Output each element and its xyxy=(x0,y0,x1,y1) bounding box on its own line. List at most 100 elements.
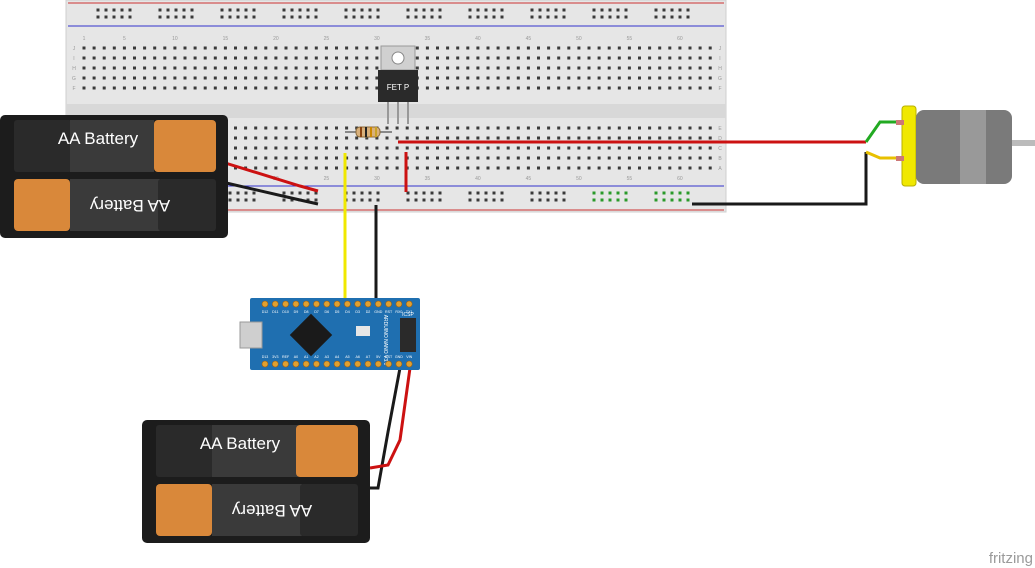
power-rail-hole xyxy=(290,8,294,12)
power-rail-hole xyxy=(530,198,534,202)
breadboard-hole xyxy=(638,136,641,140)
arduino-pin-label: RX0 xyxy=(395,310,402,314)
row-letter: B xyxy=(718,156,722,162)
power-rail-hole xyxy=(376,15,380,19)
breadboard-hole xyxy=(617,146,621,150)
breadboard-hole xyxy=(638,66,641,70)
breadboard-hole xyxy=(506,56,510,60)
power-rail-hole xyxy=(298,191,302,195)
breadboard-hole xyxy=(627,156,631,160)
row-letter: D xyxy=(718,136,722,142)
arduino-pin xyxy=(302,360,310,368)
breadboard-hole xyxy=(526,126,530,130)
breadboard-hole xyxy=(375,46,379,50)
breadboard-hole xyxy=(557,76,561,80)
power-rail-hole xyxy=(344,8,348,12)
breadboard-hole xyxy=(264,46,268,50)
breadboard-hole xyxy=(385,146,389,150)
power-rail-hole xyxy=(500,8,504,12)
breadboard-hole xyxy=(82,46,86,50)
breadboard-hole xyxy=(607,56,611,60)
breadboard-hole xyxy=(496,46,500,50)
breadboard-hole xyxy=(436,46,439,50)
arduino-pin xyxy=(405,300,413,308)
power-rail-hole xyxy=(104,8,108,12)
breadboard-hole xyxy=(223,46,227,50)
breadboard-hole xyxy=(274,76,278,80)
power-rail-hole xyxy=(430,15,434,19)
arduino-pin-label: RST xyxy=(385,310,393,314)
breadboard-hole xyxy=(446,66,450,70)
power-rail-hole xyxy=(306,198,310,202)
breadboard-hole xyxy=(627,146,631,150)
row-letter: E xyxy=(718,126,722,132)
breadboard-hole xyxy=(516,156,520,160)
breadboard-hole xyxy=(254,146,258,150)
power-rail-hole xyxy=(360,15,364,19)
breadboard-hole xyxy=(314,156,318,160)
breadboard-hole xyxy=(153,66,157,70)
breadboard-hole xyxy=(638,126,641,130)
breadboard-hole xyxy=(466,156,470,160)
breadboard-hole xyxy=(446,86,450,90)
breadboard-hole xyxy=(415,66,419,70)
breadboard-hole xyxy=(526,76,530,80)
power-rail-hole xyxy=(476,15,480,19)
breadboard-hole xyxy=(375,56,379,60)
breadboard-hole xyxy=(658,56,662,60)
breadboard-hole xyxy=(324,126,328,130)
breadboard-hole xyxy=(173,66,177,70)
breadboard-hole xyxy=(436,136,439,140)
power-rail-hole xyxy=(592,198,596,202)
breadboard-hole xyxy=(122,46,126,50)
breadboard-hole xyxy=(516,56,520,60)
breadboard-hole xyxy=(365,46,369,50)
breadboard-hole xyxy=(143,46,147,50)
breadboard-hole xyxy=(223,76,227,80)
breadboard-hole xyxy=(365,156,369,160)
breadboard-hole xyxy=(627,76,631,80)
power-rail-hole xyxy=(414,15,418,19)
breadboard-hole xyxy=(213,86,217,90)
breadboard-hole xyxy=(213,56,217,60)
power-rail-hole xyxy=(282,198,286,202)
breadboard-hole xyxy=(446,166,450,170)
power-rail-hole xyxy=(190,15,194,19)
breadboard-hole xyxy=(345,136,349,140)
column-number: 15 xyxy=(223,36,229,42)
power-rail-hole xyxy=(608,198,612,202)
breadboard-hole xyxy=(607,136,611,140)
breadboard-hole xyxy=(284,166,288,170)
breadboard-hole xyxy=(264,56,268,60)
breadboard-hole xyxy=(375,66,379,70)
power-rail-hole xyxy=(244,15,248,19)
breadboard-hole xyxy=(335,66,338,70)
arduino-pin-label: D9 xyxy=(294,310,299,314)
arduino-pin-label: A5 xyxy=(345,355,349,359)
breadboard-hole xyxy=(264,66,268,70)
battery-label: AA Battery xyxy=(200,434,281,453)
breadboard-hole xyxy=(678,126,682,130)
breadboard-hole xyxy=(567,86,571,90)
breadboard-hole xyxy=(395,156,399,160)
power-rail-hole xyxy=(600,8,604,12)
breadboard-hole xyxy=(335,136,338,140)
breadboard-hole xyxy=(466,136,470,140)
breadboard-hole xyxy=(385,166,389,170)
row-letter: C xyxy=(718,146,722,152)
breadboard-hole xyxy=(294,56,298,60)
power-rail-hole xyxy=(616,15,620,19)
arduino-pin xyxy=(313,300,320,308)
breadboard-hole xyxy=(264,146,268,150)
breadboard-hole xyxy=(526,146,530,150)
breadboard-hole xyxy=(688,146,692,150)
power-rail-hole xyxy=(252,15,256,19)
breadboard-hole xyxy=(244,126,248,130)
power-rail-hole xyxy=(608,8,612,12)
power-rail-hole xyxy=(430,198,434,202)
power-rail-hole xyxy=(546,198,550,202)
power-rail-hole xyxy=(406,198,410,202)
breadboard-hole xyxy=(112,86,116,90)
arduino-pin-label: RST xyxy=(385,355,393,359)
breadboard-hole xyxy=(284,86,288,90)
